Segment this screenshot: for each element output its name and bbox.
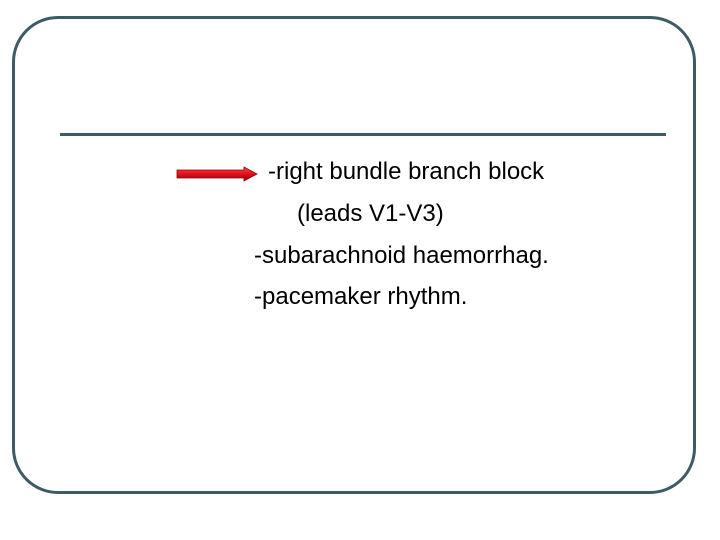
finding-leads-note: (leads V1-V3) (297, 200, 444, 227)
finding-subarachnoid-haemorrhage: -subarachnoid haemorrhag. (254, 242, 549, 269)
slide-frame (12, 16, 696, 494)
finding-right-bundle-branch-block: -right bundle branch block (268, 158, 545, 185)
right-arrow-icon (176, 166, 258, 182)
title-divider-rule (60, 133, 666, 136)
finding-pacemaker-rhythm: -pacemaker rhythm. (254, 283, 468, 310)
